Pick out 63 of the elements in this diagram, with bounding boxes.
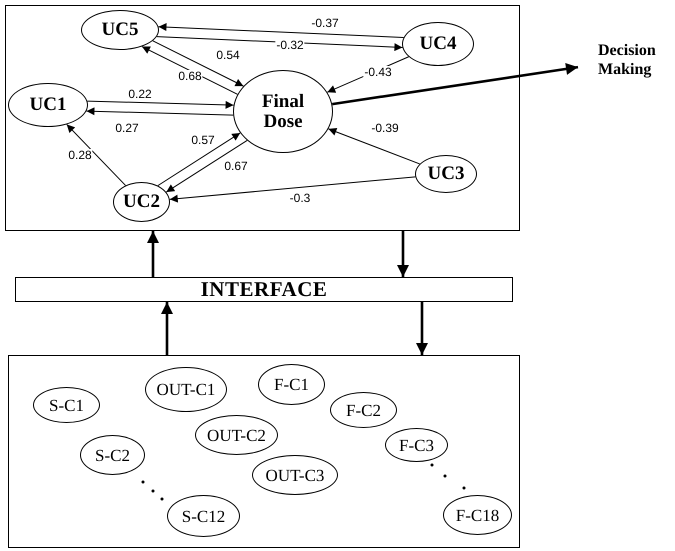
arrow bbox=[156, 36, 403, 52]
edge-label: 0.68 bbox=[177, 70, 203, 82]
node-label: UC2 bbox=[123, 192, 160, 212]
node-label: OUT-C1 bbox=[156, 381, 216, 398]
concept-ellipse bbox=[195, 415, 278, 455]
arrow bbox=[66, 124, 126, 186]
concept-ellipse bbox=[258, 364, 325, 405]
node-label: F-C1 bbox=[274, 376, 309, 393]
edge-label: -0.3 bbox=[288, 192, 312, 204]
edge-label: -0.39 bbox=[370, 122, 400, 134]
edge-label: -0.37 bbox=[310, 17, 340, 29]
concept-ellipse bbox=[443, 495, 512, 535]
concept-ellipse bbox=[167, 495, 240, 537]
concept-ellipse bbox=[330, 392, 397, 428]
concept-ellipse bbox=[252, 455, 338, 495]
arrow bbox=[169, 176, 416, 203]
concept-ellipse bbox=[145, 367, 227, 412]
arrow bbox=[86, 100, 234, 109]
node-label: Final Dose bbox=[260, 92, 306, 132]
concept-ellipse bbox=[385, 428, 448, 462]
arrow bbox=[86, 107, 234, 116]
arrow bbox=[161, 302, 173, 355]
node-label: UC4 bbox=[420, 34, 456, 54]
concept-ellipse bbox=[80, 435, 145, 475]
node-label: UC3 bbox=[428, 164, 464, 184]
arrow bbox=[328, 128, 420, 164]
interface-bar bbox=[15, 277, 513, 302]
node-label: F-C2 bbox=[346, 402, 381, 418]
node-label: INTERFACE bbox=[200, 279, 328, 300]
concept-ellipse bbox=[113, 182, 170, 222]
arrow bbox=[166, 140, 248, 193]
node-label: UC1 bbox=[30, 95, 66, 115]
edge-label: 0.57 bbox=[190, 134, 216, 146]
panel-box bbox=[8, 355, 520, 548]
arrow bbox=[152, 40, 244, 87]
edge-label: -0.43 bbox=[363, 66, 393, 78]
concept-ellipse bbox=[233, 70, 333, 153]
node-label: UC5 bbox=[102, 20, 138, 40]
node-label: S-C12 bbox=[182, 508, 226, 524]
edge-label: 0.22 bbox=[127, 88, 153, 100]
edge-label: 0.54 bbox=[215, 49, 241, 61]
node-label: F-C3 bbox=[399, 436, 434, 454]
node-label: Decision Making bbox=[598, 41, 657, 79]
arrow bbox=[332, 63, 578, 106]
edge-label: 0.67 bbox=[223, 160, 249, 172]
edge-label: 0.27 bbox=[114, 122, 140, 134]
node-label: S-C2 bbox=[95, 446, 130, 464]
edge-label: -0.32 bbox=[275, 39, 305, 51]
concept-ellipse bbox=[81, 10, 159, 50]
arrow bbox=[158, 23, 404, 38]
arrow bbox=[397, 231, 409, 277]
node-label: OUT-C3 bbox=[266, 466, 324, 484]
node-label: S-C1 bbox=[49, 396, 84, 414]
edge-label: 0.28 bbox=[67, 149, 93, 161]
concept-ellipse bbox=[33, 387, 100, 423]
arrow bbox=[157, 132, 241, 186]
concept-ellipse bbox=[415, 155, 477, 193]
node-label: OUT-C2 bbox=[207, 426, 266, 444]
concept-ellipse bbox=[8, 83, 88, 127]
arrow bbox=[147, 231, 159, 277]
arrow bbox=[416, 302, 428, 355]
node-label: F-C18 bbox=[456, 506, 500, 524]
concept-ellipse bbox=[402, 22, 474, 66]
